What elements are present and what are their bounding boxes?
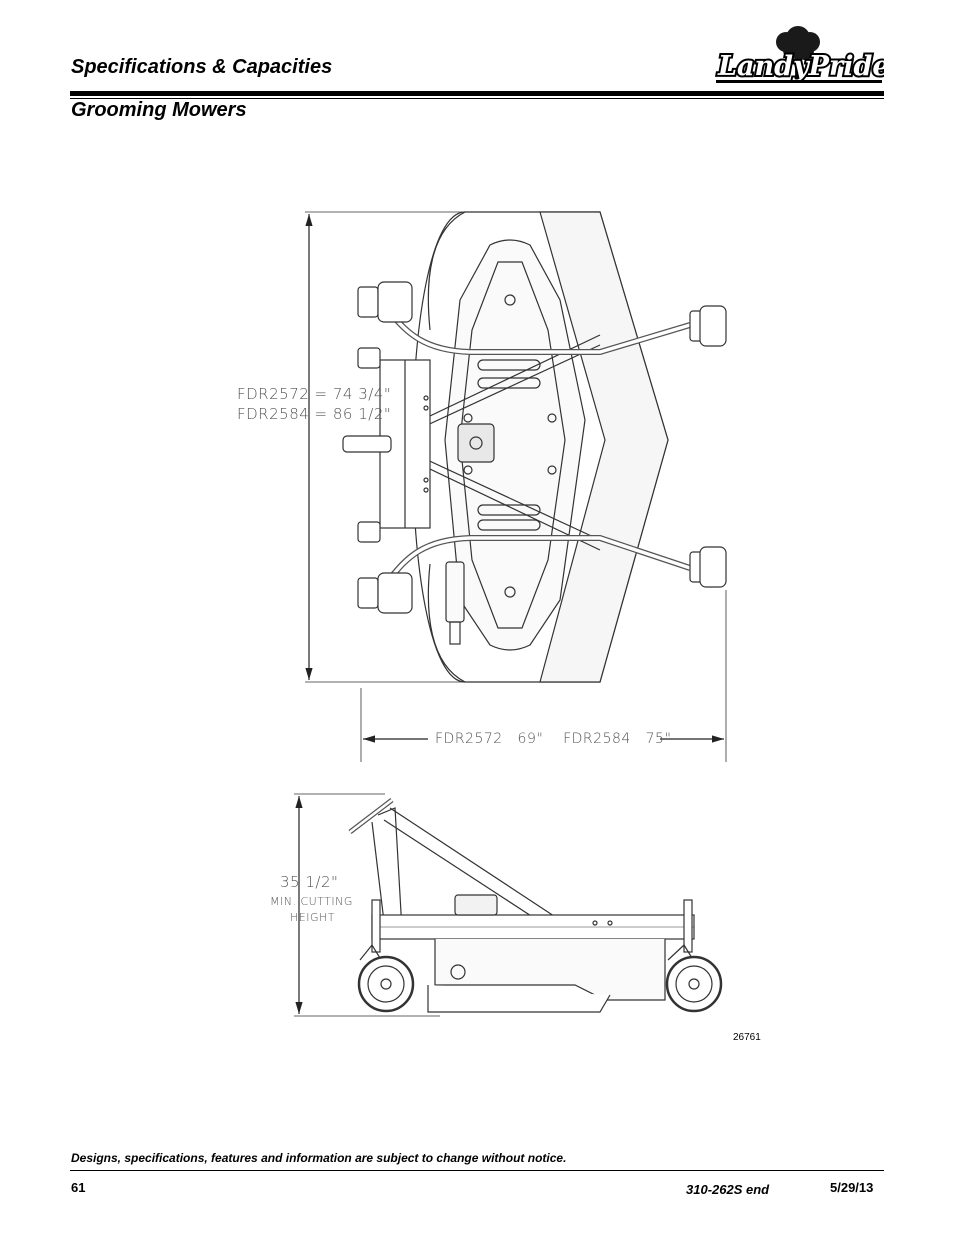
disclaimer-text: Designs, specifications, features and in… <box>71 1151 567 1165</box>
width-dimension: FDR2572 69" FDR2584 75" <box>435 731 672 747</box>
header-rule-thin <box>70 98 884 99</box>
document-number: 310-262S end <box>686 1182 770 1197</box>
length-dimension-fdr2584: FDR2584 = 86 1/2" <box>237 405 392 423</box>
height-caption-line2: HEIGHT <box>290 911 335 924</box>
footer-rule <box>70 1170 884 1171</box>
page-header-title: Specifications & Capacities <box>71 56 333 78</box>
length-dimension-fdr2572: FDR2572 = 74 3/4" <box>237 385 392 403</box>
document-date: 5/29/13 <box>830 1180 874 1195</box>
section-title: Grooming Mowers <box>71 99 247 121</box>
height-dimension-value: 35 1/2" <box>280 873 339 891</box>
land-pride-logo: LandyPride <box>712 20 892 92</box>
page-number: 61 <box>71 1180 86 1195</box>
svg-text:LandyPride: LandyPride <box>717 51 884 82</box>
height-caption-line1: MIN. CUTTING <box>270 895 353 908</box>
header-rule-thick <box>70 91 884 96</box>
figure-number: 26761 <box>733 1032 761 1043</box>
